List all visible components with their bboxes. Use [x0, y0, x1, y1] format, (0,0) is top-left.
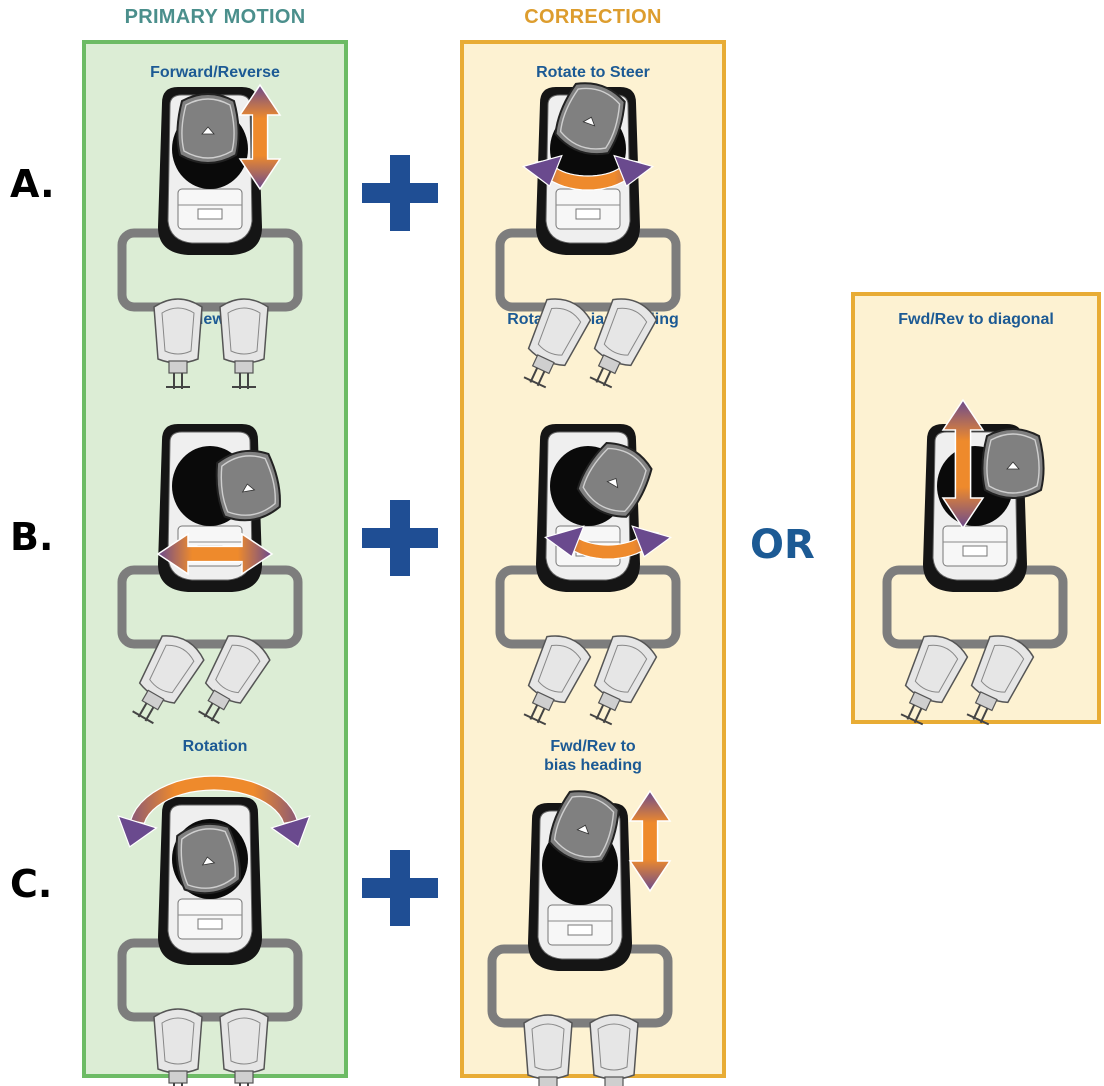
caption-rotate-to-steer: Rotate to Steer [536, 64, 650, 81]
wheelchair-top-view-icon [882, 424, 1068, 726]
wheelchair-top-view-icon [117, 424, 303, 725]
row-label-c: C. [10, 862, 53, 906]
occupant-icon [981, 428, 1045, 499]
footplate-icon [966, 635, 1035, 726]
caption-fwd-rev-bias-heading: Fwd/Rev to bias heading [460, 737, 726, 775]
wheelchair-rotation-illustration [117, 775, 311, 1086]
caption-line-2: bias heading [544, 757, 642, 774]
row-label-b: B. [10, 515, 54, 559]
wheelchair-top-view-icon [117, 797, 303, 1086]
occupant-icon [548, 790, 620, 864]
wheelchair-rotate-bias-illustration [495, 424, 681, 726]
occupant-icon [576, 442, 653, 518]
footplate-icon [153, 1008, 203, 1086]
double-arrow-horizontal-icon [156, 532, 274, 576]
wheelchair-rotate-to-steer-illustration [495, 82, 681, 389]
occupant-icon [175, 822, 241, 895]
primary-motion-header: PRIMARY MOTION [124, 6, 306, 28]
double-arrow-vertical-icon [238, 83, 282, 191]
footplate-icon [589, 635, 658, 726]
wheelchair-top-view-icon [117, 87, 303, 389]
curved-arrow-rotate-icon [117, 775, 311, 848]
correction-header: CORRECTION [524, 6, 662, 28]
wheelchair-top-view-icon [487, 790, 673, 1086]
occupant-icon [176, 93, 240, 164]
footplate-icon [219, 1008, 269, 1086]
plus-icon [362, 155, 438, 231]
footplate-icon [132, 635, 205, 725]
wheelchair-top-view-icon [495, 424, 681, 726]
footplate-icon [589, 298, 658, 389]
footplate-icon [589, 1014, 639, 1086]
caption-rotation: Rotation [182, 738, 248, 755]
footplate-icon [523, 298, 592, 389]
occupant-icon [554, 82, 626, 156]
occupant-icon [215, 449, 281, 522]
wheelchair-diagonal-illustration [882, 398, 1068, 726]
wheelchair-forward-reverse-illustration [117, 83, 303, 389]
double-arrow-vertical-icon [941, 398, 985, 530]
footplate-icon [523, 1014, 573, 1086]
footplate-icon [153, 298, 203, 389]
footplate-icon [198, 635, 271, 725]
plus-icon [362, 500, 438, 576]
caption-line-1: Fwd/Rev to [550, 738, 636, 755]
wheelchair-sideways-illustration [117, 424, 303, 725]
wheelchair-top-view-icon [495, 82, 681, 389]
curved-arrow-rotate-icon [543, 525, 673, 560]
caption-fwd-rev-diagonal: Fwd/Rev to diagonal [898, 311, 1054, 328]
footplate-icon [523, 635, 592, 726]
footplate-icon [219, 298, 269, 389]
row-label-a: A. [10, 162, 55, 206]
or-label: OR [750, 522, 815, 568]
caption-forward-reverse: Forward/Reverse [150, 64, 280, 81]
curved-arrow-rotate-icon [521, 154, 655, 191]
plus-icon [362, 850, 438, 926]
footplate-icon [900, 635, 969, 726]
double-arrow-vertical-icon [628, 789, 672, 893]
wheelchair-fwd-rev-bias-illustration [487, 789, 673, 1086]
